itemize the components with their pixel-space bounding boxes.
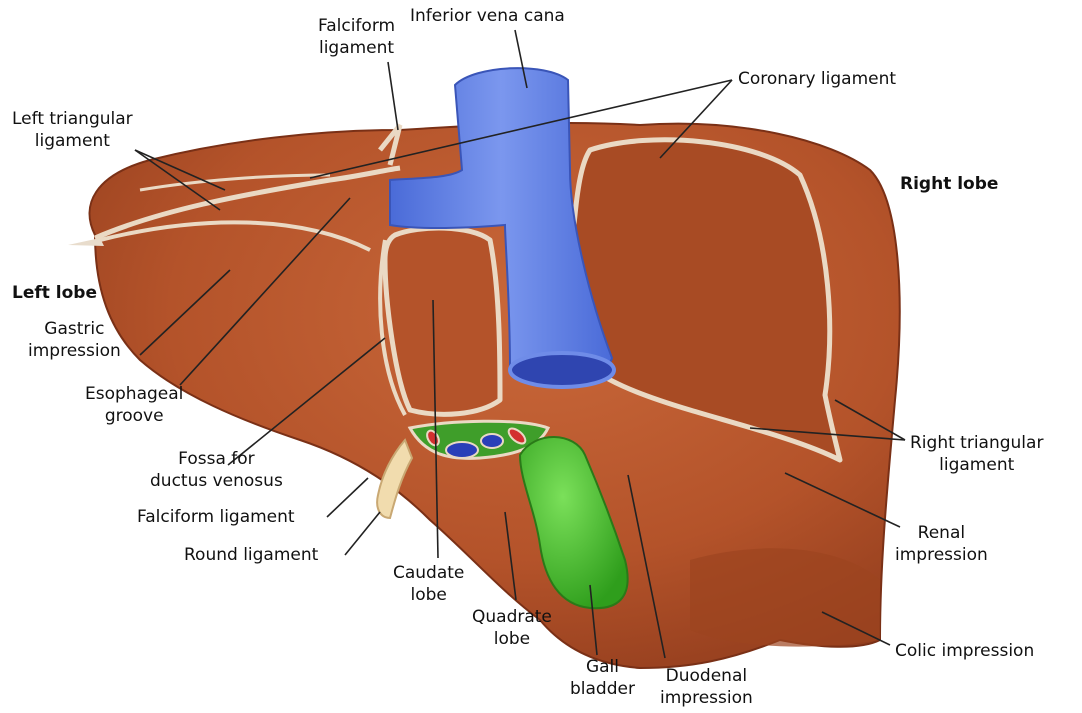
label-colic-impression: Colic impression xyxy=(895,640,1034,662)
label-right-triangular-ligament: Right triangular ligament xyxy=(910,432,1043,476)
label-line: Right triangular xyxy=(910,432,1043,454)
label-line: Quadrate xyxy=(472,606,552,628)
vena-cava-opening xyxy=(510,353,614,387)
label-line: Esophageal xyxy=(85,383,183,405)
label-line: ligament xyxy=(12,130,133,152)
label-line: ligament xyxy=(318,37,395,59)
label-falciform-ligament-bottom: Falciform ligament xyxy=(137,506,295,528)
label-line: lobe xyxy=(472,628,552,650)
hepatic-vessel-blue xyxy=(481,434,503,448)
label-line: ductus venosus xyxy=(150,470,283,492)
label-coronary-ligament: Coronary ligament xyxy=(738,68,896,90)
leader-falciform-top xyxy=(388,62,398,130)
label-line: Caudate xyxy=(393,562,464,584)
label-line: Gall xyxy=(570,656,635,678)
label-renal-impression: Renal impression xyxy=(895,522,988,566)
label-round-ligament: Round ligament xyxy=(184,544,318,566)
label-line: Duodenal xyxy=(660,665,753,687)
label-esophageal-groove: Esophageal groove xyxy=(85,383,183,427)
label-right-lobe: Right lobe xyxy=(900,173,998,195)
label-inferior-vena-cava: Inferior vena cana xyxy=(410,5,565,27)
label-caudate-lobe: Caudate lobe xyxy=(393,562,464,606)
leader-round xyxy=(345,512,380,555)
label-line: ligament xyxy=(910,454,1043,476)
label-line: Left triangular xyxy=(12,108,133,130)
label-left-triangular-ligament: Left triangular ligament xyxy=(12,108,133,152)
label-line: Gastric xyxy=(28,318,121,340)
colic-impression-shade xyxy=(690,548,880,646)
label-fossa-ductus-venosus: Fossa for ductus venosus xyxy=(150,448,283,492)
left-lobe-tip xyxy=(68,238,104,246)
label-duodenal-impression: Duodenal impression xyxy=(660,665,753,709)
label-line: groove xyxy=(85,405,183,427)
label-gall-bladder: Gall bladder xyxy=(570,656,635,700)
label-line: Renal xyxy=(895,522,988,544)
label-falciform-ligament-top: Falciform ligament xyxy=(318,15,395,59)
caudate-lobe-outline xyxy=(385,228,500,414)
label-line: bladder xyxy=(570,678,635,700)
leader-falciform-bottom xyxy=(327,478,368,517)
label-line: impression xyxy=(895,544,988,566)
label-line: impression xyxy=(28,340,121,362)
label-gastric-impression: Gastric impression xyxy=(28,318,121,362)
label-line: impression xyxy=(660,687,753,709)
label-line: Falciform xyxy=(318,15,395,37)
label-line: lobe xyxy=(393,584,464,606)
label-line: Fossa for xyxy=(150,448,283,470)
label-left-lobe: Left lobe xyxy=(12,282,97,304)
portal-vein xyxy=(446,442,478,458)
label-quadrate-lobe: Quadrate lobe xyxy=(472,606,552,650)
